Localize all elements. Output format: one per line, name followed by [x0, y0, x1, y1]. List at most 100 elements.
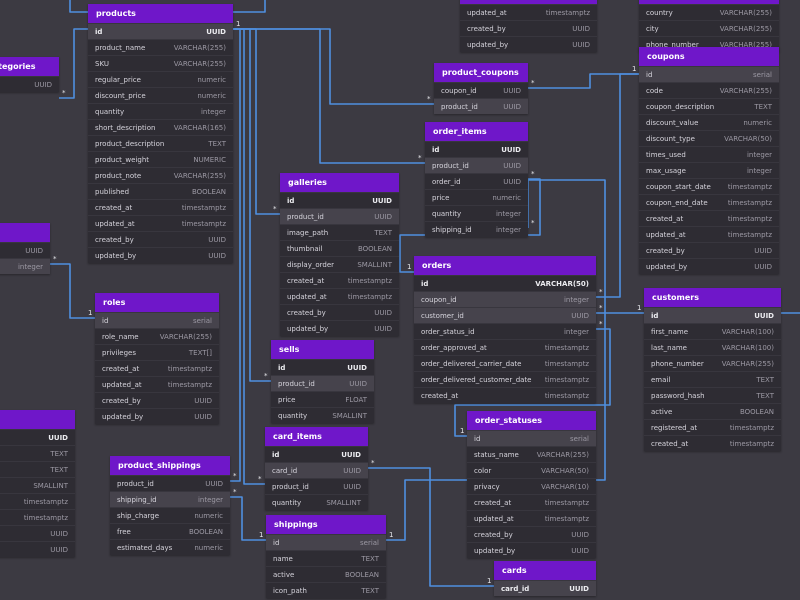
table-header[interactable] — [0, 410, 75, 429]
table-header[interactable]: cards — [494, 561, 596, 580]
table-header[interactable]: products — [88, 4, 233, 23]
relationship-line[interactable] — [233, 28, 425, 164]
table-header[interactable]: roles — [95, 293, 219, 312]
relationship-line[interactable] — [233, 0, 266, 13]
table-header[interactable]: product_shippings — [110, 456, 230, 475]
table-header[interactable] — [639, 0, 779, 4]
relationship-line[interactable] — [596, 73, 639, 298]
relationship-line[interactable] — [233, 28, 271, 382]
relationship-line[interactable] — [528, 73, 639, 89]
table-header[interactable]: customers — [644, 288, 781, 307]
column-row[interactable]: timestamptz — [0, 509, 75, 525]
table-header[interactable]: categories — [0, 57, 59, 76]
table-categories[interactable]: categoriesidUUID — [0, 57, 59, 92]
relationship-line[interactable] — [233, 28, 265, 485]
table-header[interactable]: orders — [414, 256, 596, 275]
table-header[interactable]: card_items — [265, 427, 368, 446]
table-header[interactable]: order_items — [425, 122, 528, 141]
table-header[interactable] — [0, 223, 50, 242]
table-header[interactable] — [460, 0, 597, 4]
table-header[interactable]: shippings — [266, 515, 386, 534]
relationship-line[interactable] — [69, 0, 88, 13]
